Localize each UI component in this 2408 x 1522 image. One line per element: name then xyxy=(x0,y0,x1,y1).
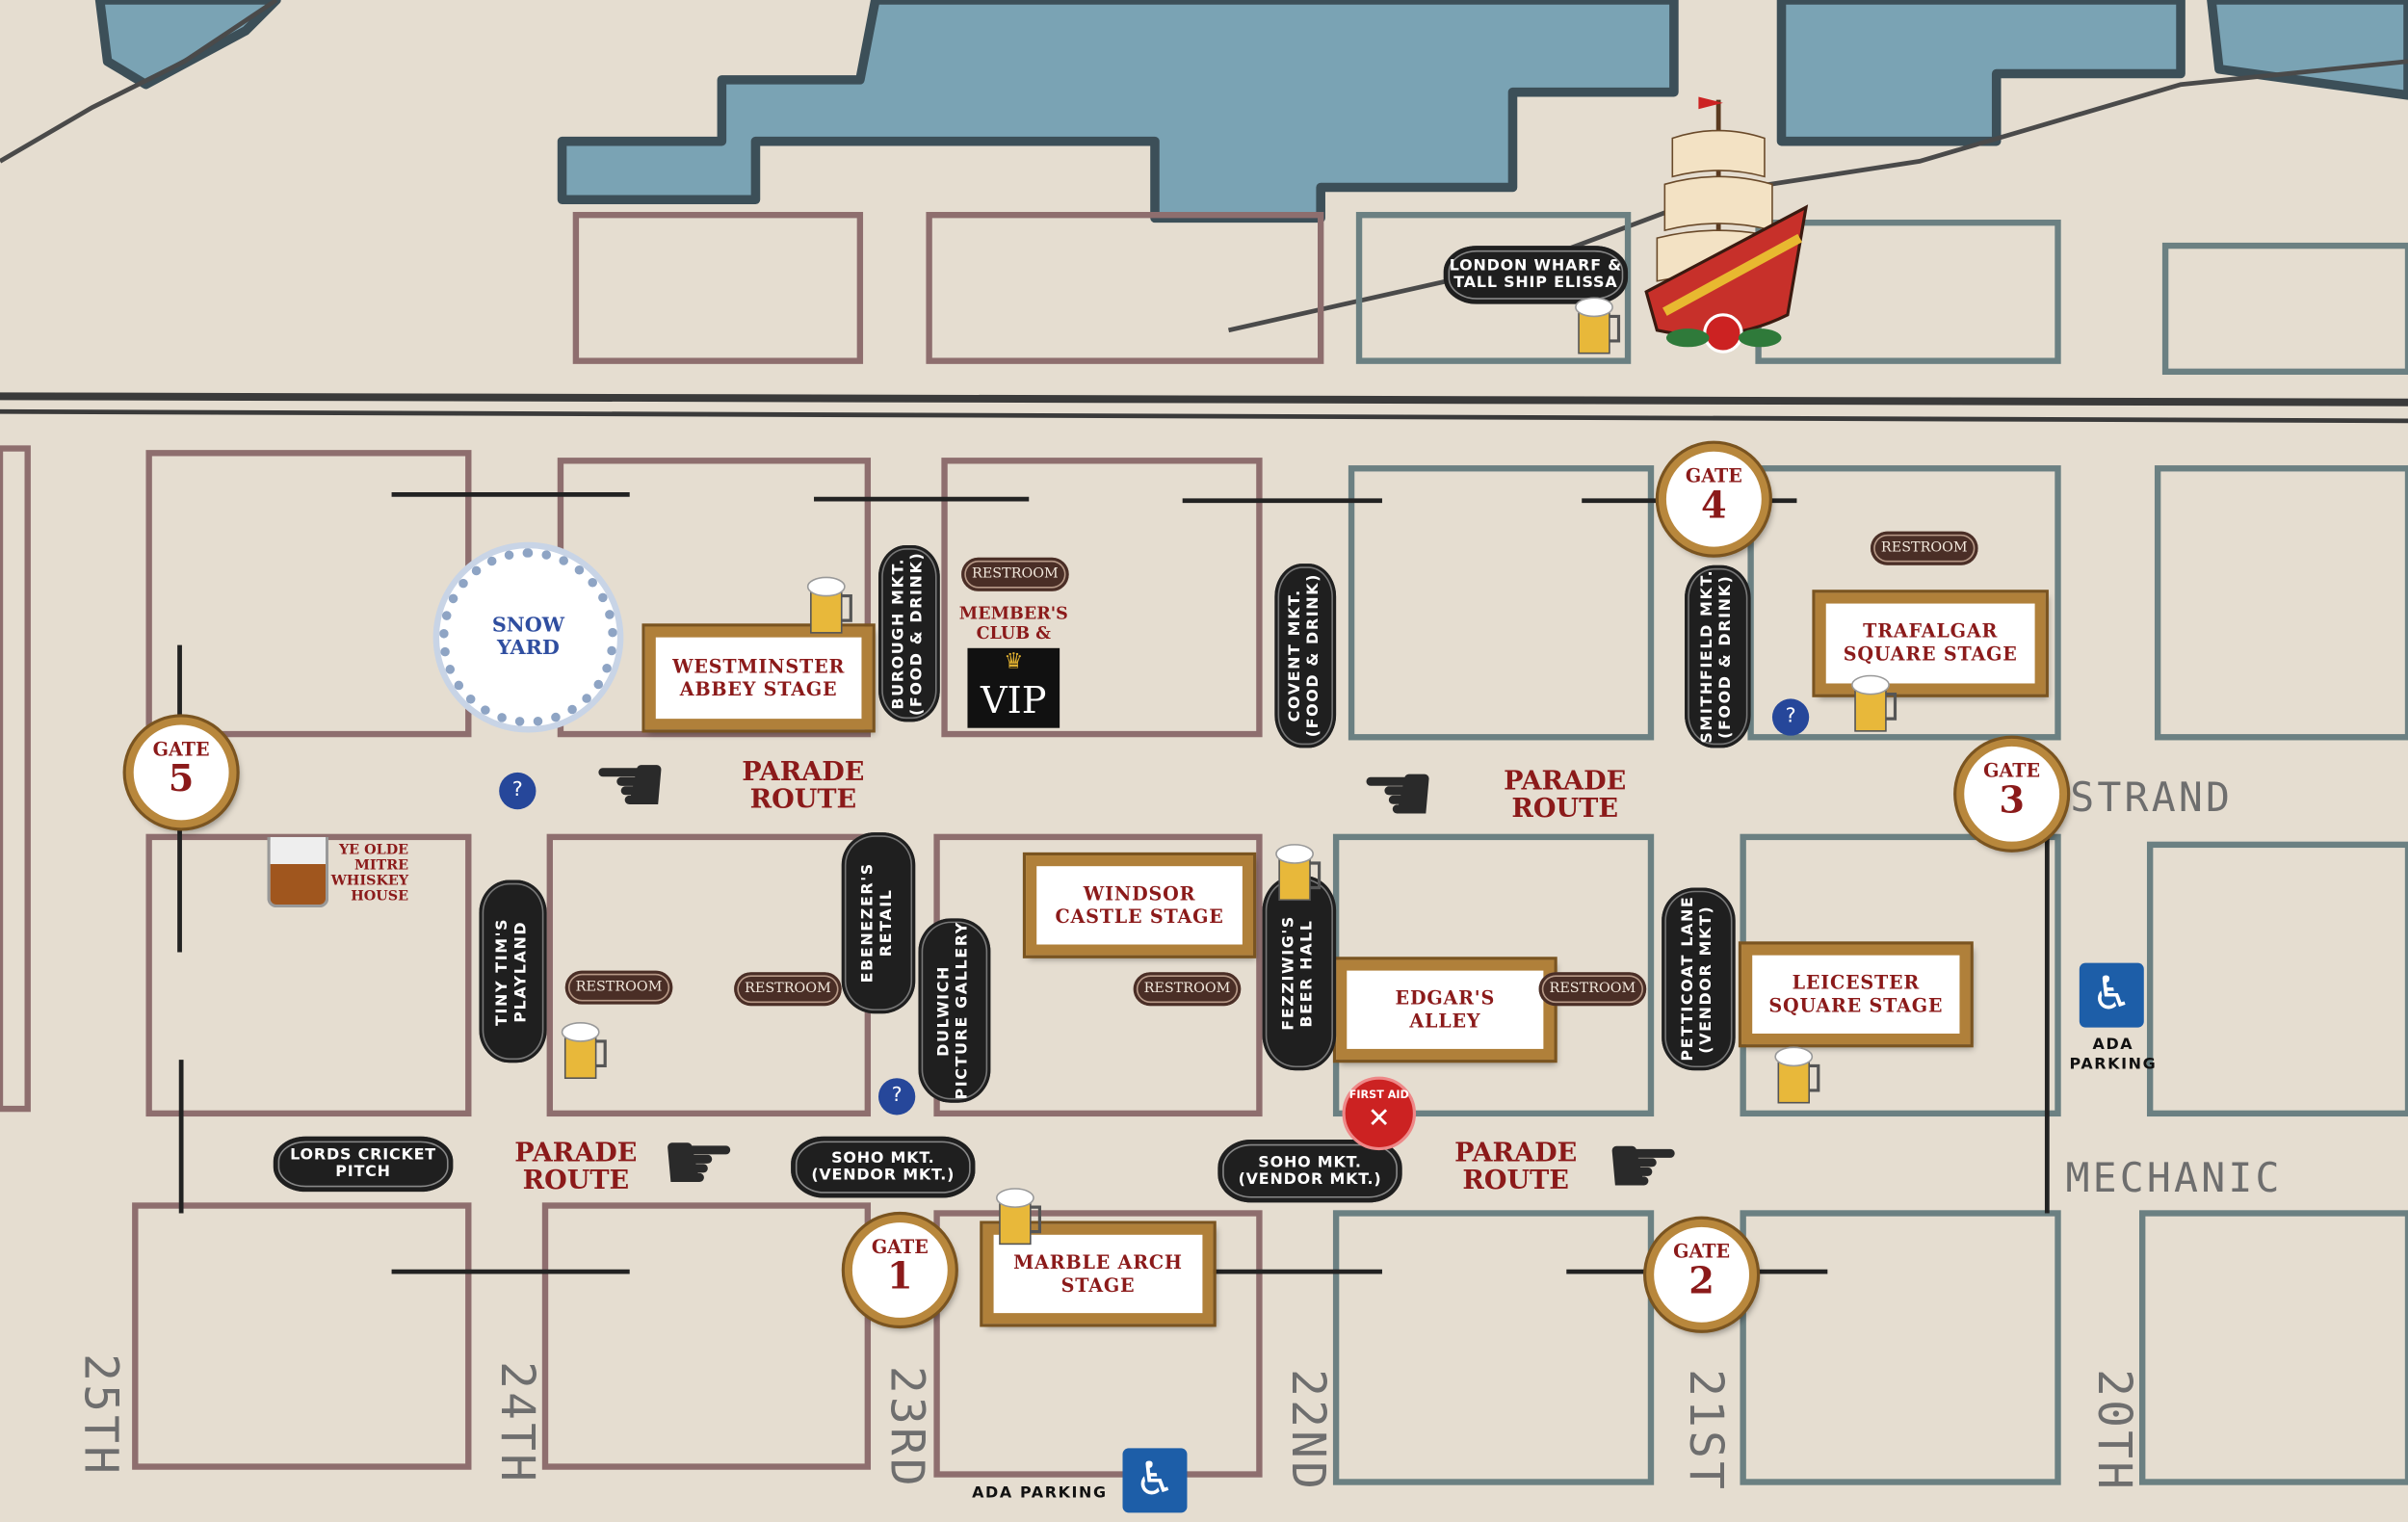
london-wharf-sign[interactable]: LONDON WHARF & TALL SHIP ELISSA xyxy=(1443,246,1629,304)
gate-number: 3 xyxy=(1999,776,2025,822)
street-label-25th: 25TH xyxy=(72,1353,127,1478)
restroom-sign[interactable]: RESTROOM xyxy=(734,972,842,1007)
first-aid-badge[interactable]: FIRST AID ✕ xyxy=(1342,1076,1417,1151)
restroom-sign[interactable]: RESTROOM xyxy=(564,970,673,1005)
lords-cricket-pitch-sign[interactable]: LORDS CRICKET PITCH xyxy=(273,1136,454,1193)
soho-market-sign[interactable]: SOHO MKT. (VENDOR MKT.) xyxy=(791,1136,976,1198)
whiskey-glass-icon xyxy=(267,836,329,908)
ada-parking-label: ADA PARKING xyxy=(972,1484,1108,1503)
street-label-21st: 21ST xyxy=(1678,1369,1732,1493)
pointing-hand-left-icon: ☚ xyxy=(590,735,668,836)
restroom-sign[interactable]: RESTROOM xyxy=(961,557,1069,591)
dulwich-picture-gallery-sign[interactable]: DULWICH PICTURE GALLERY xyxy=(918,918,991,1103)
gate-label: GATE xyxy=(1673,1241,1731,1263)
blocks-west xyxy=(0,212,1324,1478)
street-label-24th: 24TH xyxy=(489,1361,543,1485)
pointing-hand-left-icon: ☚ xyxy=(1359,745,1437,845)
ada-parking-label: ADA PARKING xyxy=(2069,1037,2158,1074)
whiskey-house-label[interactable]: YE OLDE MITRE WHISKEY HOUSE xyxy=(330,843,409,905)
street-label-23rd: 23RD xyxy=(878,1365,933,1489)
ada-parking-icon[interactable]: ♿ xyxy=(1122,1448,1188,1513)
snow-yard[interactable]: SNOW YARD xyxy=(438,548,617,727)
tall-ship-icon[interactable] xyxy=(1634,85,1815,369)
water xyxy=(94,0,2408,223)
street-label-22nd: 22ND xyxy=(1280,1369,1334,1493)
ada-parking-icon[interactable]: ♿ xyxy=(2079,962,2144,1028)
parade-route-label: PARADE ROUTE xyxy=(742,756,865,816)
members-club-label: MEMBER'S CLUB & xyxy=(958,603,1068,644)
parade-route-label: PARADE ROUTE xyxy=(1454,1138,1578,1196)
leicester-square-stage[interactable]: LEICESTER SQUARE STAGE xyxy=(1738,941,1974,1048)
restroom-sign[interactable]: RESTROOM xyxy=(1133,972,1242,1007)
parade-route-label: PARADE ROUTE xyxy=(514,1138,638,1196)
beer-toast-icon xyxy=(995,1188,1042,1246)
gate-label: GATE xyxy=(152,738,210,761)
info-icon[interactable]: ? xyxy=(877,1078,916,1115)
info-icon[interactable]: ? xyxy=(1771,698,1810,736)
vip-badge[interactable]: ♛ VIP xyxy=(967,647,1060,728)
beer-toast-icon xyxy=(1575,297,1621,354)
parade-route-label: PARADE ROUTE xyxy=(1504,766,1627,826)
beer-toast-icon xyxy=(1275,844,1322,902)
gate-number: 5 xyxy=(168,755,195,800)
gate-number: 1 xyxy=(886,1252,913,1299)
tiny-tims-playland-sign[interactable]: TINY TIM'S PLAYLAND xyxy=(479,879,547,1063)
petticoat-lane-sign[interactable]: PETTICOAT LANE (VENDOR MKT) xyxy=(1662,887,1736,1071)
street-label-mechanic: MECHANIC xyxy=(2065,1156,2283,1203)
street-label-20th: 20TH xyxy=(2086,1369,2140,1493)
soho-market-sign[interactable]: SOHO MKT. (VENDOR MKT.) xyxy=(1217,1139,1402,1203)
windsor-castle-stage[interactable]: WINDSOR CASTLE STAGE xyxy=(1022,852,1257,958)
restroom-sign[interactable]: RESTROOM xyxy=(1538,972,1647,1007)
beer-toast-icon xyxy=(1774,1046,1820,1104)
covent-market-sign[interactable]: COVENT MKT. (FOOD & DRINK) xyxy=(1274,564,1337,748)
info-icon[interactable]: ? xyxy=(499,772,537,810)
gate-number: 2 xyxy=(1688,1257,1714,1302)
gate-label: GATE xyxy=(871,1236,929,1258)
trafalgar-square-stage[interactable]: TRAFALGAR SQUARE STAGE xyxy=(1812,590,2049,697)
gate-number: 4 xyxy=(1701,482,1727,527)
first-aid-label: FIRST AID xyxy=(1348,1089,1409,1102)
westminster-abbey-stage[interactable]: WESTMINSTER ABBEY STAGE xyxy=(641,623,876,733)
gate-label: GATE xyxy=(1983,760,2041,782)
smithfield-market-sign[interactable]: SMITHFIELD MKT. (FOOD & DRINK) xyxy=(1685,564,1751,748)
gate-label: GATE xyxy=(1685,465,1742,487)
beer-toast-icon xyxy=(806,576,852,634)
pointing-hand-right-icon: ☛ xyxy=(660,1113,738,1214)
first-aid-icon: ✕ xyxy=(1367,1102,1391,1136)
burough-market-sign[interactable]: BUROUGH MKT. (FOOD & DRINK) xyxy=(877,544,940,722)
pointing-hand-right-icon: ☛ xyxy=(1605,1116,1683,1217)
street-label-strand: STRAND xyxy=(2070,775,2234,822)
beer-toast-icon xyxy=(1851,674,1898,732)
restroom-sign[interactable]: RESTROOM xyxy=(1870,531,1978,565)
ebenezers-retail-sign[interactable]: EBENEZER'S RETAIL xyxy=(841,832,916,1014)
vip-label: VIP xyxy=(981,678,1047,722)
crown-icon: ♛ xyxy=(1004,649,1024,674)
edgars-alley[interactable]: EDGAR'S ALLEY xyxy=(1332,957,1557,1063)
beer-toast-icon xyxy=(561,1022,607,1079)
railroad xyxy=(0,392,2408,424)
